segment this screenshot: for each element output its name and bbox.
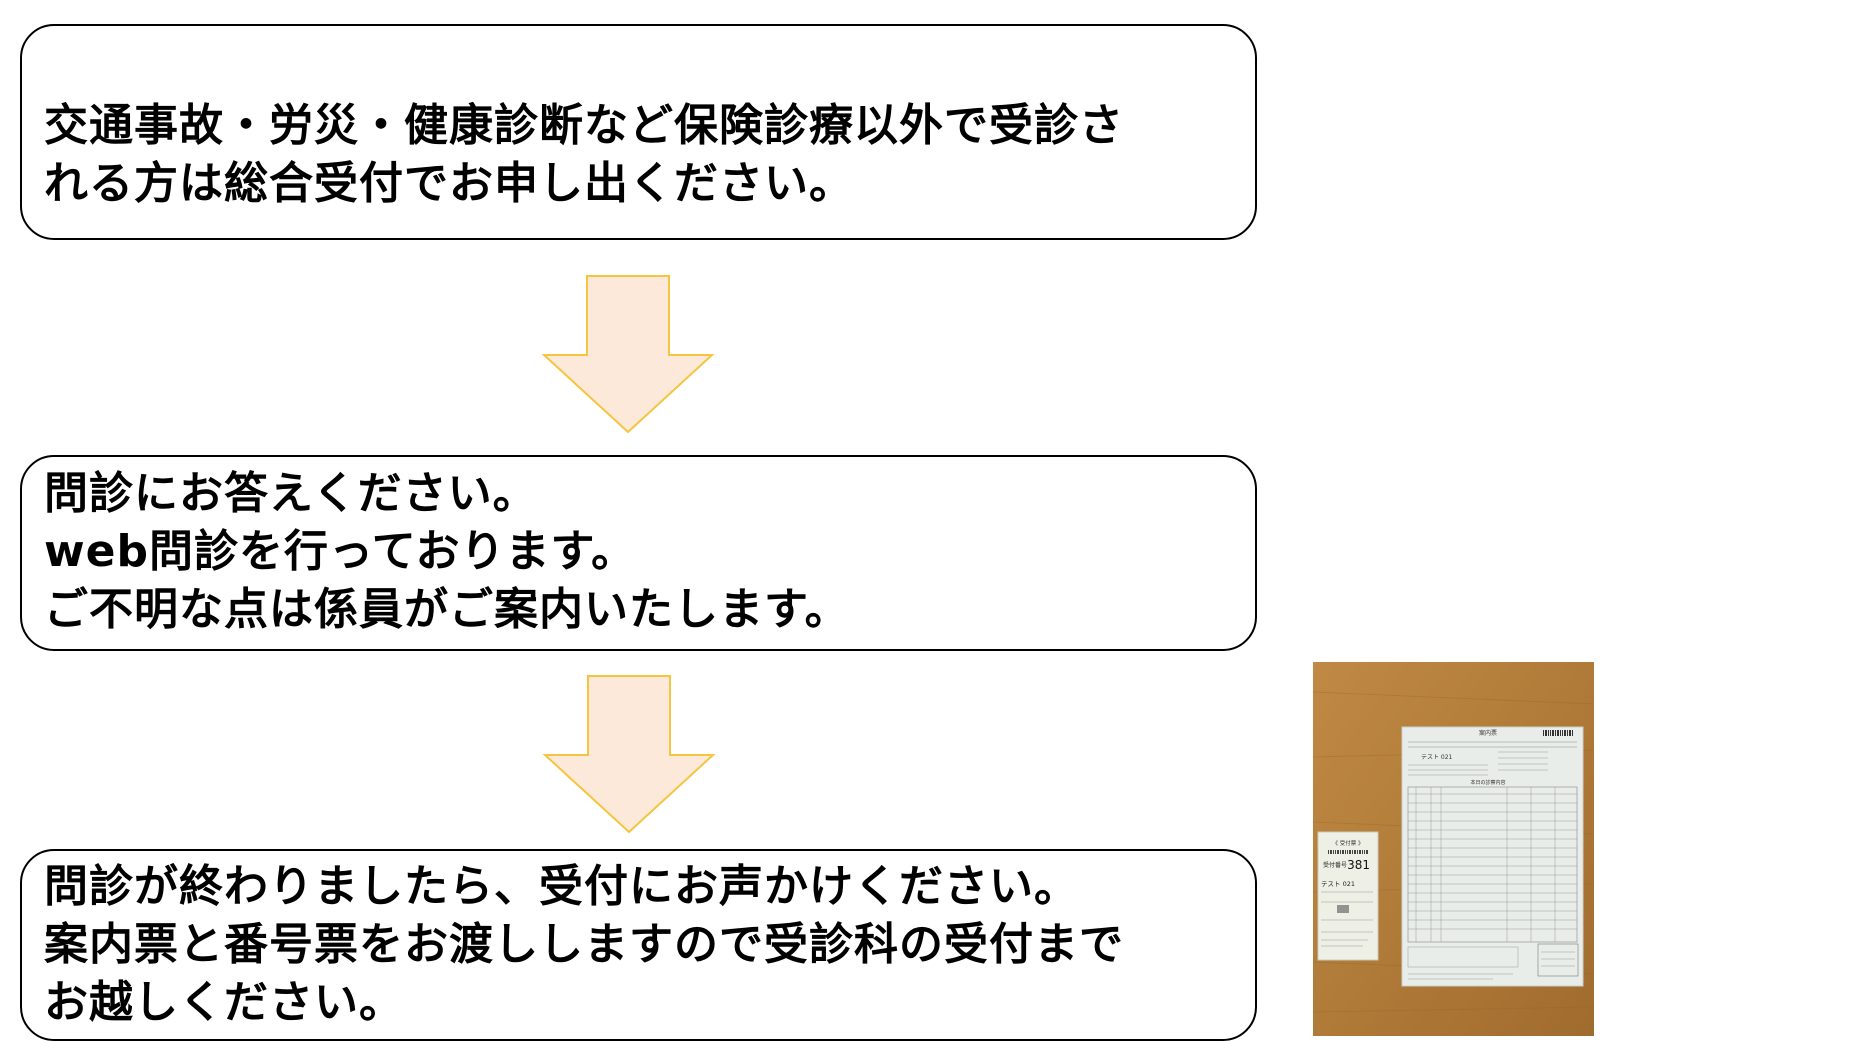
step-3-line-1: 問診が終わりましたら、受付にお声かけください。	[44, 861, 1079, 912]
ticket-label: 受付番号	[1323, 861, 1347, 869]
guidance-sheet: 案内票 テスト 021	[1401, 726, 1584, 987]
sheet-title: 案内票	[1479, 729, 1497, 737]
step-3-line-3: お越しください。	[44, 977, 404, 1028]
ticket-patient-name: テスト 021	[1321, 880, 1355, 888]
ticket-header: 《 受付票 》	[1333, 839, 1364, 847]
guidance-sheet-photo: 案内票 テスト 021	[1313, 662, 1594, 1036]
sheet-patient-name: テスト 021	[1421, 754, 1453, 761]
step-1-line-2: れる方は総合受付でお申し出ください。	[44, 158, 854, 209]
down-arrow-icon-1	[541, 275, 715, 434]
step-2-line-3: ご不明な点は係員がご案内いたします。	[44, 584, 850, 635]
sheet-section-title: 本日の診察内容	[1470, 779, 1505, 786]
step-1-line-1: 交通事故・労災・健康診断など保険診療以外で受診さ	[44, 100, 1124, 151]
step-box-2: 問診にお答えください。 web問診を行っております。 ご不明な点は係員がご案内い…	[20, 455, 1257, 651]
step-box-1: 交通事故・労災・健康診断など保険診療以外で受診さ れる方は総合受付でお申し出くだ…	[20, 24, 1257, 240]
down-arrow-icon-2	[542, 675, 716, 834]
reception-ticket: 《 受付票 》 受付番号 381 テスト 021	[1317, 831, 1379, 961]
ticket-number: 381	[1347, 858, 1370, 872]
step-2-line-1: 問診にお答えください。	[44, 468, 538, 519]
step-box-3: 問診が終わりましたら、受付にお声かけください。 案内票と番号票をお渡ししますので…	[20, 849, 1257, 1041]
step-2-line-2: web問診を行っております。	[44, 526, 637, 577]
step-3-line-2: 案内票と番号票をお渡ししますので受診科の受付まで	[44, 919, 1124, 970]
